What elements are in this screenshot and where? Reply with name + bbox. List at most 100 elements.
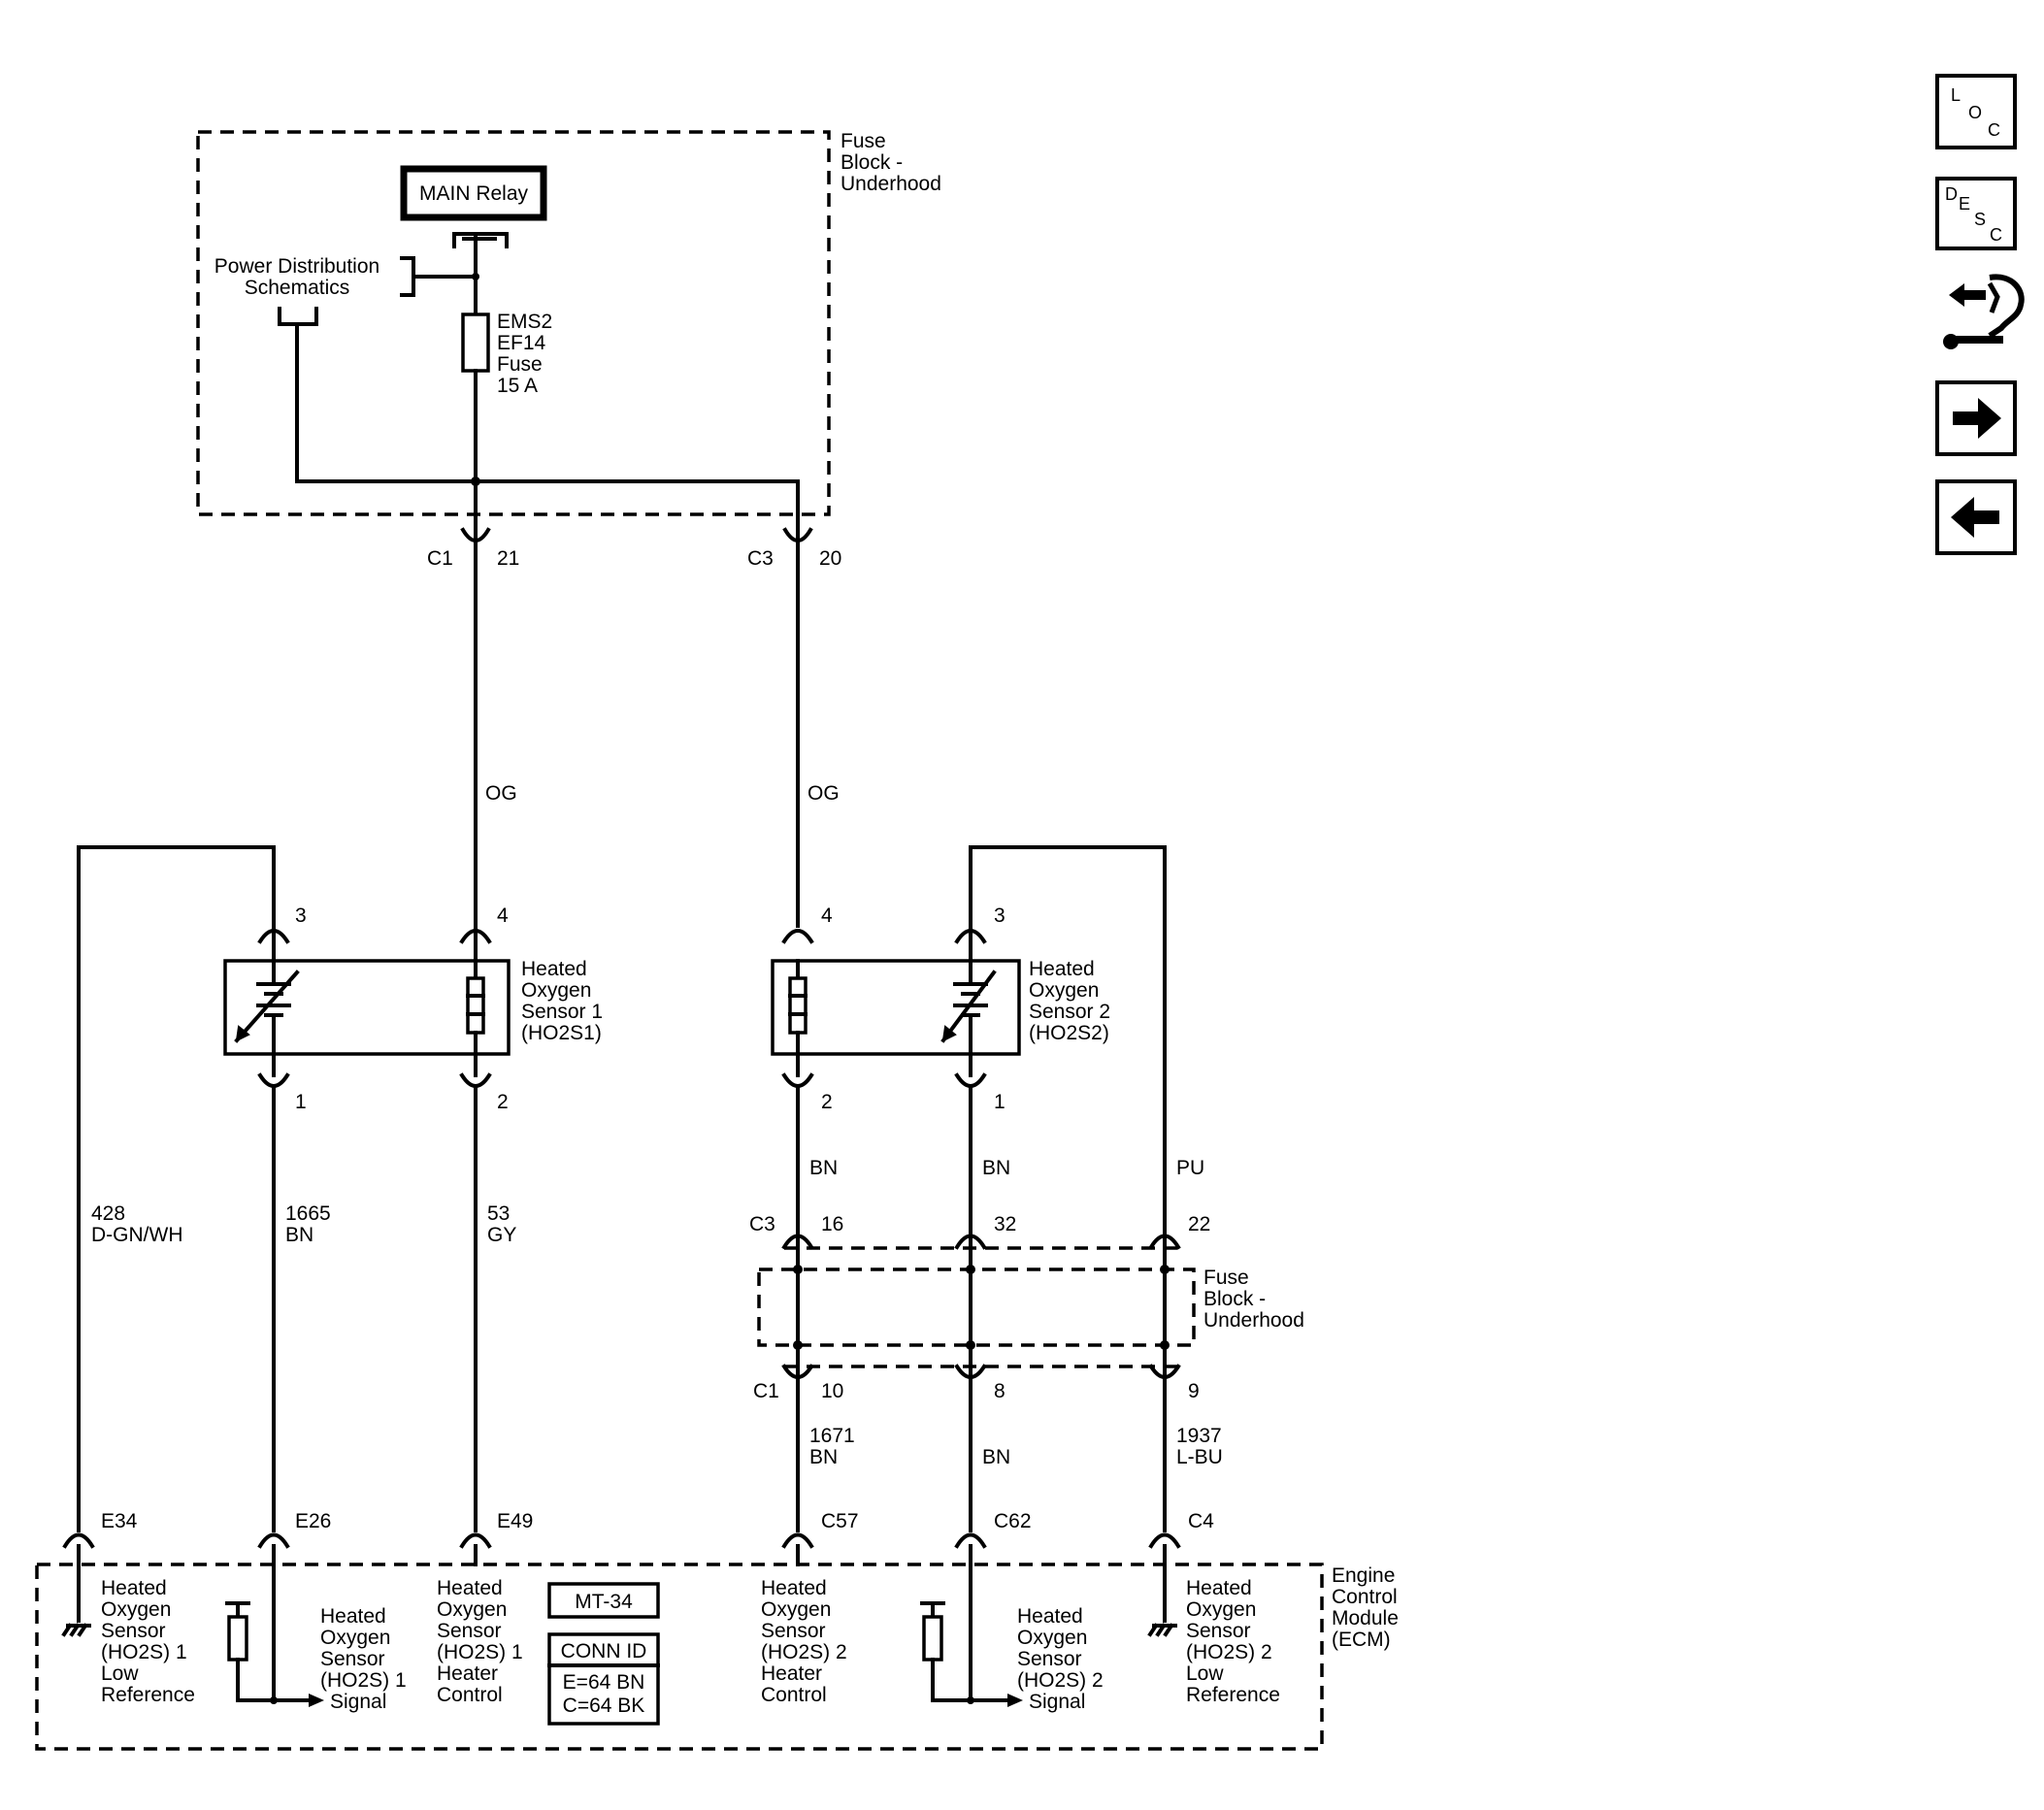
ecm-func-ho2s2-heater: Heated Oxygen Sensor (HO2S) 2 Heater Con… — [761, 1577, 847, 1706]
wire-428: 428 D-GN/WH — [91, 1202, 182, 1246]
back-arrow-button[interactable] — [1935, 479, 2017, 555]
svg-text:Block -: Block - — [841, 151, 903, 174]
wire-pu: PU — [1176, 1157, 1204, 1179]
svg-text:L: L — [1951, 85, 1961, 105]
svg-text:21: 21 — [497, 547, 519, 570]
svg-text:Oxygen: Oxygen — [320, 1627, 390, 1649]
svg-text:2: 2 — [821, 1091, 833, 1113]
svg-text:Sensor: Sensor — [1186, 1620, 1251, 1642]
pullup-resistor-icon-2 — [920, 1601, 973, 1702]
next-arrow-icon — [1953, 398, 2001, 439]
svg-text:C3: C3 — [747, 547, 774, 570]
fuse-block-mid-label: Fuse Block - Underhood — [1203, 1267, 1304, 1332]
svg-text:1937: 1937 — [1176, 1425, 1222, 1447]
fuse-mid-pin-32: 32 — [994, 1213, 1016, 1235]
desc-button[interactable]: D E S C — [1935, 177, 2017, 250]
svg-text:GY: GY — [487, 1224, 516, 1246]
svg-text:CONN ID: CONN ID — [561, 1640, 647, 1662]
sensor2-pin-2: 2 — [781, 1072, 833, 1113]
svg-text:Heated: Heated — [320, 1605, 386, 1628]
svg-text:1665: 1665 — [285, 1202, 331, 1225]
wire-bn-c: BN — [982, 1446, 1010, 1468]
sensor1-label: Heated Oxygen Sensor 1 (HO2S1) — [521, 958, 603, 1044]
svg-text:(HO2S2): (HO2S2) — [1029, 1022, 1109, 1044]
svg-text:(HO2S) 2: (HO2S) 2 — [1017, 1669, 1104, 1692]
svg-text:EF14: EF14 — [497, 332, 546, 354]
svg-text:Sensor: Sensor — [101, 1620, 166, 1642]
svg-text:Oxygen: Oxygen — [1186, 1598, 1256, 1621]
ecm-boundary — [35, 1563, 1324, 1751]
ecm-func-ho2s1-signal: Heated Oxygen Sensor (HO2S) 1 Signal — [320, 1605, 407, 1713]
svg-text:Low: Low — [101, 1662, 139, 1685]
svg-text:Heated: Heated — [521, 958, 587, 980]
svg-text:Reference: Reference — [1186, 1684, 1280, 1706]
svg-text:(HO2S) 1: (HO2S) 1 — [101, 1641, 187, 1663]
svg-text:Heater: Heater — [437, 1662, 498, 1685]
sensor2-heater-icon — [788, 959, 808, 1056]
sensor2-pin-4: 4 — [781, 905, 833, 944]
ecm-label: Engine Control Module (ECM) — [1332, 1564, 1399, 1651]
ecm-pin-c4: C4 — [1188, 1510, 1214, 1532]
svg-text:3: 3 — [295, 905, 307, 927]
ecm-pin-c57: C57 — [821, 1510, 859, 1532]
svg-text:Heated: Heated — [1186, 1577, 1252, 1599]
fuse-block-mid — [757, 1234, 1196, 1379]
svg-text:Module: Module — [1332, 1607, 1399, 1629]
svg-text:C: C — [1988, 120, 2000, 140]
back-arrow-icon — [1951, 497, 1999, 538]
wire-og-1: OG — [485, 782, 517, 805]
svg-text:C=64 BK: C=64 BK — [563, 1695, 645, 1717]
svg-text:BN: BN — [809, 1446, 838, 1468]
svg-text:Signal: Signal — [330, 1691, 386, 1713]
svg-text:D-GN/WH: D-GN/WH — [91, 1224, 182, 1246]
svg-text:Heated: Heated — [1017, 1605, 1083, 1628]
wire-og-2: OG — [808, 782, 840, 805]
sensor2-pin-1: 1 — [954, 1072, 1006, 1113]
svg-text:(HO2S1): (HO2S1) — [521, 1022, 602, 1044]
ecm-func-ho2s1-heater: Heated Oxygen Sensor (HO2S) 1 Heater Con… — [437, 1577, 523, 1706]
svg-text:1671: 1671 — [809, 1425, 855, 1447]
svg-text:1: 1 — [295, 1091, 307, 1113]
next-arrow-button[interactable] — [1935, 380, 2017, 456]
wire-bn-a: BN — [809, 1157, 838, 1179]
sensor1-pin-2: 2 — [459, 1072, 509, 1113]
svg-text:Oxygen: Oxygen — [761, 1598, 831, 1621]
svg-text:O: O — [1968, 103, 1982, 122]
ecm-pin-e34: E34 — [101, 1510, 138, 1532]
connector-list-icon[interactable] — [1943, 274, 2025, 349]
svg-text:1: 1 — [994, 1091, 1006, 1113]
svg-text:(HO2S) 2: (HO2S) 2 — [1186, 1641, 1272, 1663]
loc-button[interactable]: L O C — [1935, 74, 2017, 149]
svg-text:Control: Control — [1332, 1586, 1398, 1608]
svg-text:L-BU: L-BU — [1176, 1446, 1223, 1468]
svg-text:Heater: Heater — [761, 1662, 822, 1685]
svg-text:(ECM): (ECM) — [1332, 1629, 1391, 1651]
sensor1-heater-icon — [466, 959, 485, 1056]
svg-text:Low: Low — [1186, 1662, 1224, 1685]
svg-text:C1: C1 — [427, 547, 453, 570]
ecm-pin-c62: C62 — [994, 1510, 1032, 1532]
ecm-pin-e49: E49 — [497, 1510, 533, 1532]
fuse-ef14 — [461, 313, 490, 373]
svg-text:EMS2: EMS2 — [497, 311, 552, 333]
power-distribution-ref: Power Distribution Schematics — [214, 255, 478, 483]
svg-text:Oxygen: Oxygen — [1029, 979, 1099, 1002]
ground-icon-2 — [1147, 1623, 1177, 1637]
svg-text:Oxygen: Oxygen — [101, 1598, 171, 1621]
low-ref-wire-2 — [969, 845, 1167, 1237]
wire-1671: 1671 BN — [809, 1425, 855, 1468]
svg-text:4: 4 — [497, 905, 509, 927]
svg-text:Fuse: Fuse — [497, 353, 543, 376]
wire-bn-b: BN — [982, 1157, 1010, 1179]
mt-34-box: MT-34 — [547, 1582, 660, 1619]
sensor2-label: Heated Oxygen Sensor 2 (HO2S2) — [1029, 958, 1110, 1044]
svg-text:2: 2 — [497, 1091, 509, 1113]
svg-text:Oxygen: Oxygen — [437, 1598, 507, 1621]
svg-text:Schematics: Schematics — [245, 277, 350, 299]
svg-text:D: D — [1945, 184, 1958, 204]
ground-icon-1 — [61, 1623, 91, 1637]
svg-text:C: C — [1990, 225, 2002, 245]
svg-text:Oxygen: Oxygen — [1017, 1627, 1087, 1649]
svg-text:3: 3 — [994, 905, 1006, 927]
svg-text:428: 428 — [91, 1202, 125, 1225]
